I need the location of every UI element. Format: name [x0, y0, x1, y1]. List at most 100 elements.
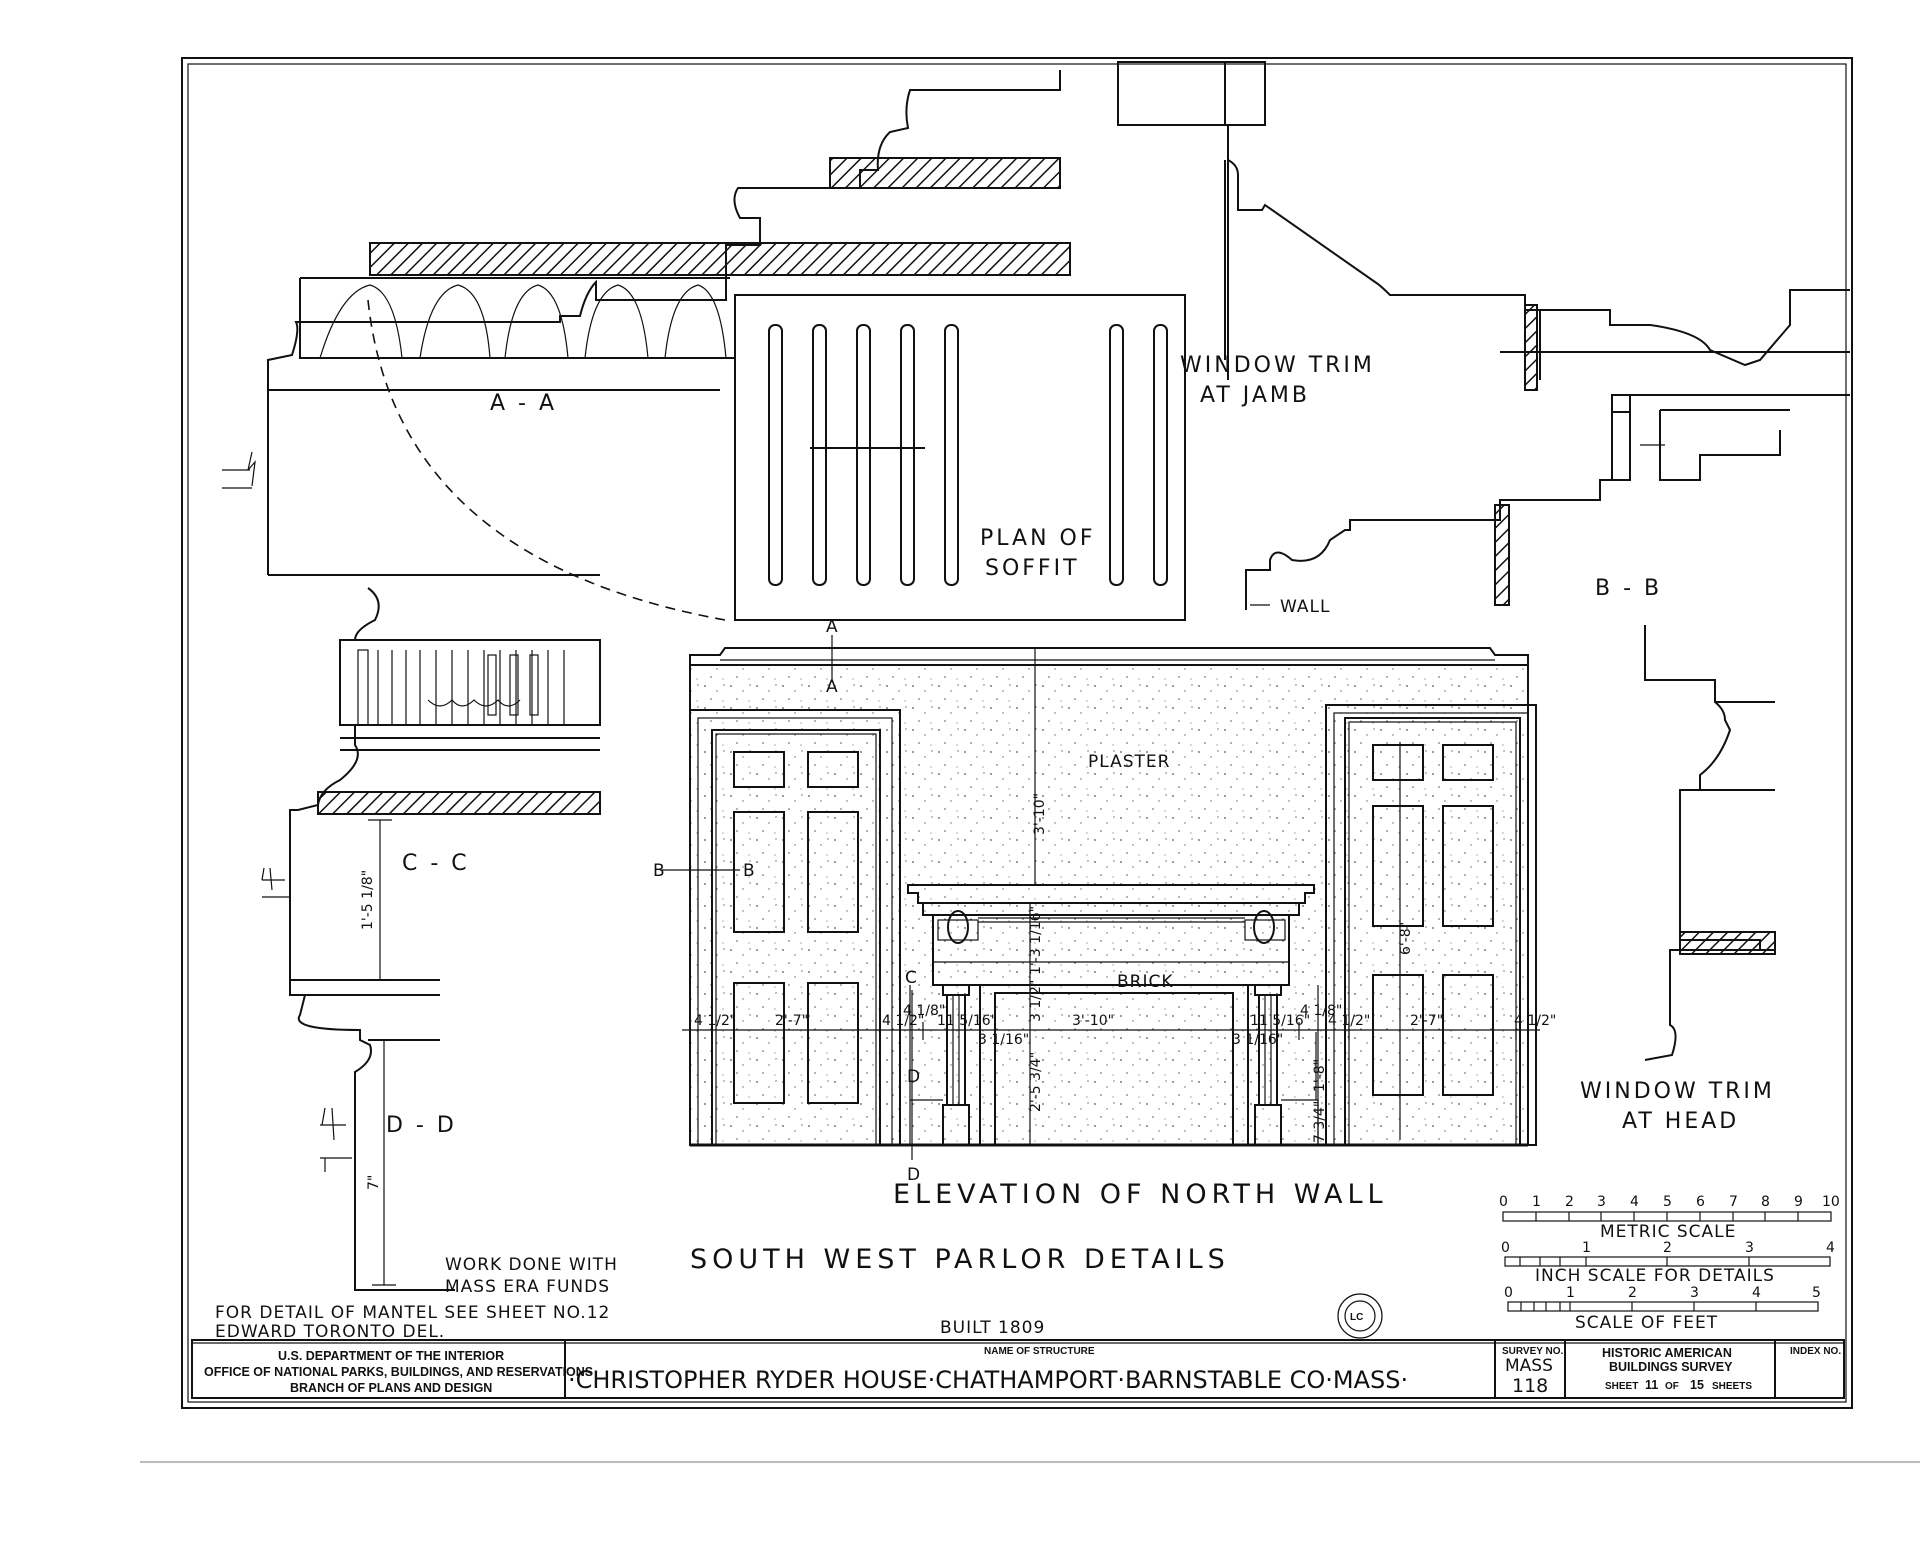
structure-caption: NAME OF STRUCTURE [984, 1346, 1095, 1357]
feet-scale [1507, 1301, 1819, 1312]
metric-tick: 8 [1761, 1194, 1770, 1210]
metric-tick: 9 [1794, 1194, 1803, 1210]
metric-tick: 3 [1597, 1194, 1606, 1210]
feet-tick: 2 [1628, 1285, 1637, 1301]
feet-tick: 3 [1690, 1285, 1699, 1301]
cut-markers [660, 635, 913, 1160]
inch-tick: 3 [1745, 1240, 1754, 1256]
elevation-dimensions [682, 648, 1540, 1145]
hab-line-1: HISTORIC AMERICAN [1602, 1346, 1732, 1360]
cut-b-left: B [653, 861, 666, 881]
mantel-frieze-value: 1'-3 1/16" [1028, 906, 1044, 975]
dim-h-1: 2'-7" [775, 1013, 808, 1029]
metric-scale-label: METRIC SCALE [1600, 1222, 1736, 1242]
index-caption: INDEX NO. [1790, 1346, 1841, 1357]
hab-line-2: BUILDINGS SURVEY [1609, 1360, 1733, 1374]
dim-h-2: 4 1/2" [882, 1013, 924, 1029]
feet-scale-ticks: 0 1 2 3 4 5 [1504, 1285, 1821, 1301]
dim-h-10: 4 1/2" [1328, 1013, 1370, 1029]
dim-h-3: 4 1/8" [903, 1003, 945, 1019]
dd-height-value: 7" [366, 1175, 382, 1190]
metric-scale-ticks: 0 1 2 3 4 5 6 7 8 9 10 [1499, 1194, 1840, 1210]
cornice-height-value: 3'-10" [1032, 793, 1048, 835]
window-head-profile [1644, 625, 1776, 1061]
wall-label: WALL [1280, 597, 1330, 617]
section-aa-label: A - A [490, 391, 557, 416]
fireplace-height-value: 2'-5 3/4" [1028, 1052, 1044, 1112]
metric-tick: 7 [1729, 1194, 1738, 1210]
dim-h-6: 3'-10" [1072, 1013, 1114, 1029]
feet-tick: 5 [1812, 1285, 1821, 1301]
north-wall-elevation [660, 635, 1540, 1160]
dim-h-8: 11 5/16" [1250, 1013, 1310, 1029]
feet-tick: 4 [1752, 1285, 1761, 1301]
window-jamb-profile [1117, 61, 1850, 391]
mantel-note: FOR DETAIL OF MANTEL SEE SHEET NO.12 [215, 1303, 610, 1323]
sheet-number: 11 [1645, 1378, 1658, 1392]
window-head-label: WINDOW TRIM [1580, 1079, 1775, 1104]
mantel-small-value: 3 1/2" [1028, 980, 1044, 1022]
metric-tick: 5 [1663, 1194, 1672, 1210]
soffit-plan [734, 294, 1186, 621]
left-door [689, 709, 901, 1146]
sheet-total: 15 [1690, 1378, 1704, 1392]
metric-tick: 0 [1499, 1194, 1508, 1210]
elevation-title: ELEVATION OF NORTH WALL [893, 1179, 1388, 1210]
inch-scale-ticks: 0 1 2 3 4 [1501, 1240, 1835, 1256]
stamp-text: LC [1350, 1312, 1363, 1323]
cut-b-right: B [743, 861, 756, 881]
metric-tick: 2 [1565, 1194, 1574, 1210]
plaster-label: PLASTER [1088, 752, 1170, 772]
right-door [1325, 704, 1537, 1146]
cc-height-dimension [368, 819, 392, 981]
cut-a-bottom: A [826, 677, 839, 697]
dim-h-5: 3 1/16" [978, 1032, 1029, 1048]
section-aa-profile [222, 70, 1071, 576]
window-head-label-2: AT HEAD [1622, 1109, 1739, 1134]
structure-name: ·CHRISTOPHER RYDER HOUSE·CHATHAMPORT·BAR… [568, 1366, 1408, 1394]
dim-h-4: 11 5/16" [937, 1013, 997, 1029]
pilaster-height-value: 1'-8" [1312, 1059, 1328, 1092]
section-bb-label: B - B [1595, 576, 1662, 601]
built-date: BUILT 1809 [940, 1318, 1045, 1338]
brick-label: BRICK [1117, 972, 1174, 992]
metric-scale [1502, 1211, 1832, 1222]
section-dd-label: D - D [386, 1113, 457, 1138]
window-jamb-label: WINDOW TRIM [1180, 353, 1375, 378]
dd-height-dimension [372, 1039, 396, 1286]
dim-h-9: 4 1/8" [1300, 1003, 1342, 1019]
agency-line-3: BRANCH OF PLANS AND DESIGN [290, 1381, 492, 1395]
title-block [191, 1339, 1845, 1399]
metric-tick: 4 [1630, 1194, 1639, 1210]
feet-tick: 0 [1504, 1285, 1513, 1301]
metric-tick: 10 [1822, 1194, 1840, 1210]
sheet-suffix: SHEETS [1712, 1381, 1752, 1392]
library-stamp: LC [1337, 1293, 1383, 1339]
plan-soffit-label-2: SOFFIT [985, 556, 1080, 581]
sheet-prefix: SHEET [1605, 1381, 1638, 1392]
survey-state: MASS [1505, 1356, 1553, 1376]
cc-height-value: 1'-5 1/8" [360, 870, 376, 930]
horizontal-dimension-row: 4 1/2" 2'-7" 4 1/2" 4 1/8" 11 5/16" 3 1/… [694, 1003, 1556, 1048]
work-note-2: MASS ERA FUNDS [445, 1277, 610, 1297]
cut-d-bottom: D [907, 1165, 921, 1185]
dim-h-0: 4 1/2" [694, 1013, 736, 1029]
agency-line-2: OFFICE OF NATIONAL PARKS, BUILDINGS, AND… [204, 1365, 593, 1379]
inch-scale [1504, 1256, 1831, 1267]
work-note: WORK DONE WITH [445, 1255, 618, 1275]
feet-tick: 1 [1566, 1285, 1575, 1301]
plinth-value: 7 3/4" [1312, 1101, 1328, 1143]
sheet-border [140, 57, 1920, 1463]
section-cc-profile [261, 587, 601, 1075]
section-bb-profile [1245, 394, 1850, 610]
survey-number: 118 [1512, 1375, 1548, 1397]
window-jamb-label-2: AT JAMB [1200, 383, 1310, 408]
section-cc-label: C - C [402, 851, 470, 876]
sheet-title: SOUTH WEST PARLOR DETAILS [690, 1244, 1230, 1275]
dim-h-7: 3 1/16" [1232, 1032, 1283, 1048]
metric-tick: 6 [1696, 1194, 1705, 1210]
sheet-of: OF [1665, 1381, 1679, 1392]
plan-soffit-label: PLAN OF [980, 526, 1096, 551]
section-cut-arc [367, 299, 726, 621]
